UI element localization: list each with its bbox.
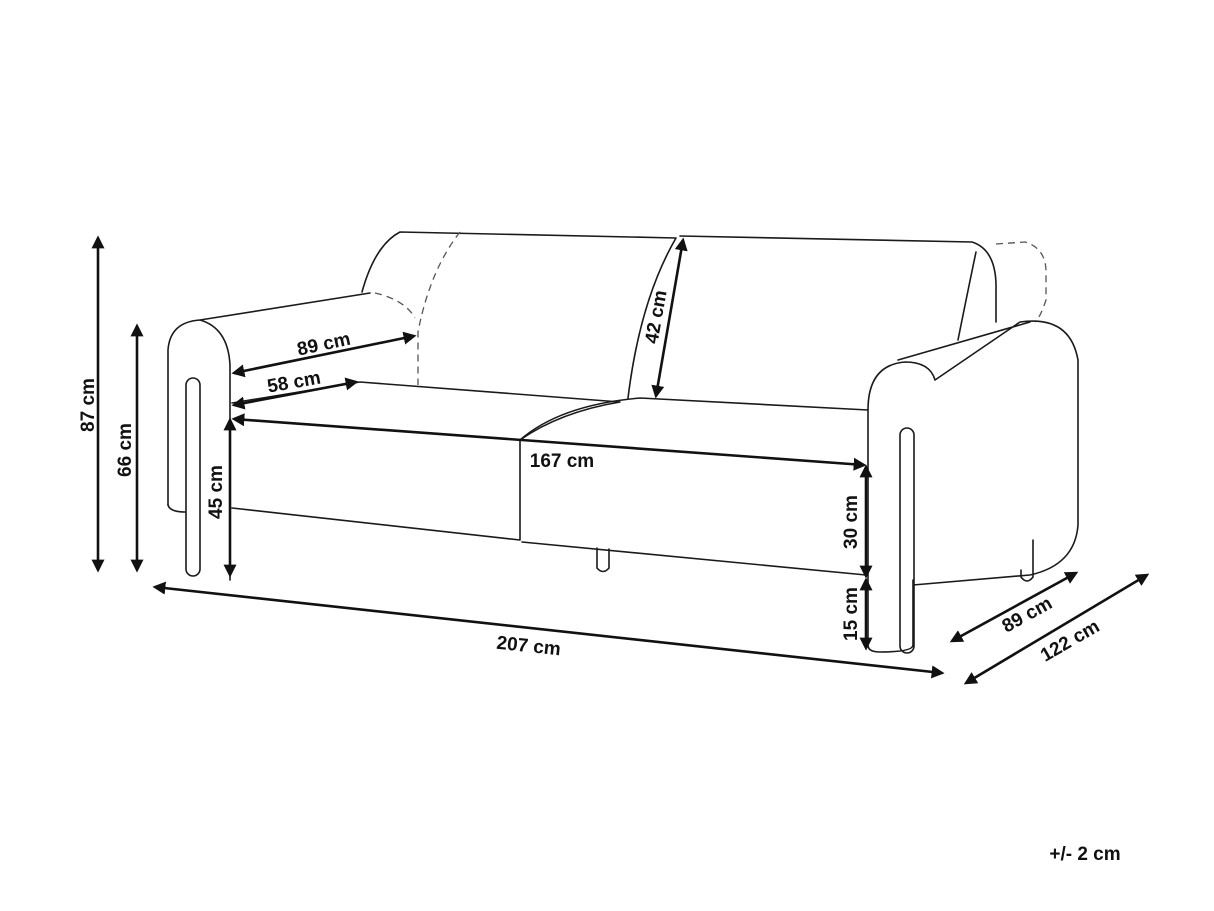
label-total-width: 207 cm <box>495 633 561 661</box>
left-arm <box>167 292 371 581</box>
left-back-cushion <box>361 231 677 399</box>
left-arm-bottom <box>167 504 186 513</box>
label-armrest-height: 66 cm <box>115 423 136 477</box>
dim-line-seat-width <box>231 413 867 471</box>
left-back-hidden <box>374 231 461 385</box>
label-total-height: 87 cm <box>78 378 99 432</box>
right-seat-cushion <box>519 397 869 576</box>
dimension-labels: 87 cm 66 cm 45 cm 89 cm 58 cm 42 cm 167 … <box>78 289 1121 865</box>
label-leg-height: 15 cm <box>841 587 862 641</box>
label-seat-depth-usable: 58 cm <box>266 368 323 398</box>
dimension-lines <box>91 235 1150 685</box>
label-seat-thickness: 30 cm <box>841 495 862 549</box>
right-back-hidden <box>995 241 1047 323</box>
label-seat-height: 45 cm <box>206 465 227 519</box>
right-back-cushion <box>679 235 997 341</box>
label-seat-width: 167 cm <box>530 451 594 472</box>
middle-leg <box>596 547 610 573</box>
label-tolerance: +/- 2 cm <box>1049 844 1120 865</box>
sofa-outline <box>167 231 1079 654</box>
dim-line-backrest-height <box>651 237 688 399</box>
dim-line-seat-depth-usable <box>231 377 359 410</box>
right-leg-slot <box>899 427 915 654</box>
left-leg-slot <box>185 377 201 577</box>
label-depth-extension: 122 cm <box>1037 616 1103 666</box>
dim-line-depth-extension <box>963 573 1150 685</box>
dim-line-total-width <box>152 581 945 679</box>
dim-line-seat-depth-total <box>231 331 417 378</box>
